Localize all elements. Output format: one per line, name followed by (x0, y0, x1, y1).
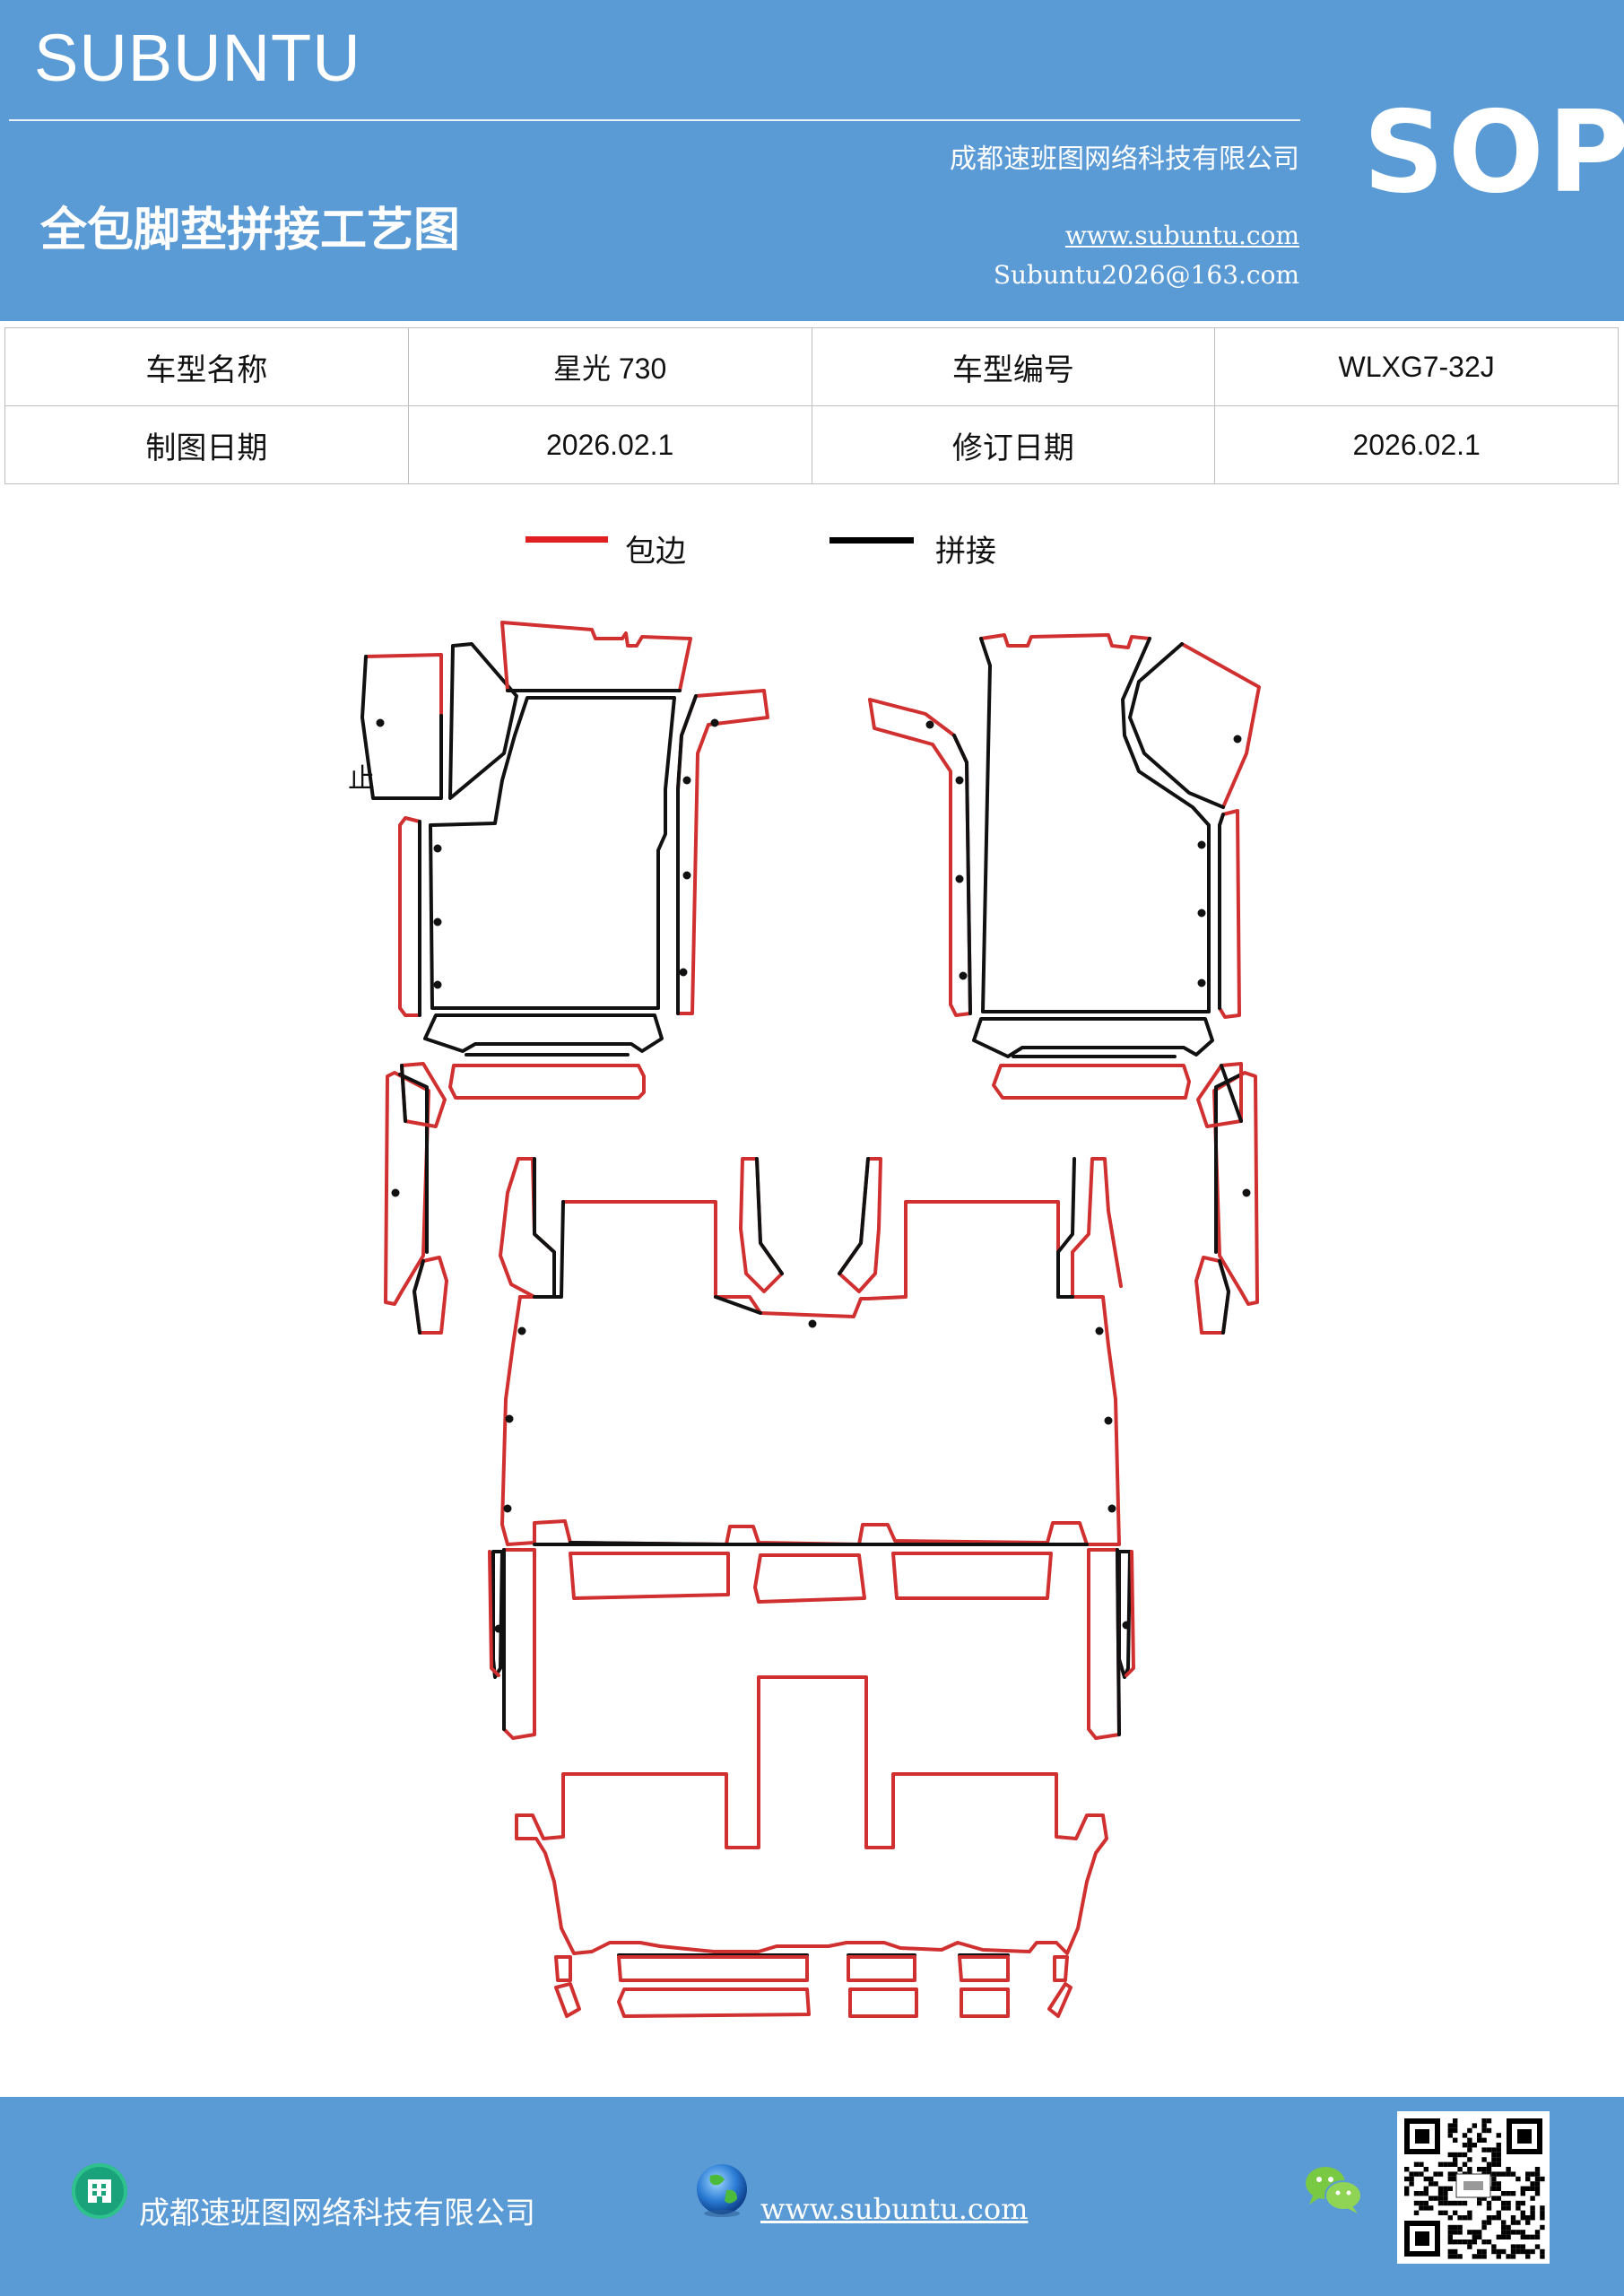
table-row: 制图日期 2026.02.1 修订日期 2026.02.1 (4, 405, 1619, 484)
right-front-mat (868, 633, 1261, 1100)
side-strips-left (384, 1062, 448, 1335)
cell-revise-date-label: 修订日期 (811, 405, 1216, 484)
third-row-side-strips (488, 1548, 1135, 1740)
cell-model-code-value: WLXG7-32J (1214, 327, 1619, 406)
company-name: 成都速班图网络科技有限公司 (950, 144, 1299, 175)
sop-badge: SOP (1363, 86, 1624, 218)
legend-edge-label: 包边 (625, 534, 686, 570)
floor-mat-diagram: 止 (348, 621, 1261, 2018)
legend-edge-swatch (525, 536, 608, 543)
left-front-mat: 止 (348, 621, 769, 1100)
stop-annotation: 止 (348, 763, 375, 795)
info-table: 车型名称 星光 730 车型编号 WLXG7-32J 制图日期 2026.02.… (4, 327, 1619, 484)
legend-seam-swatch (829, 537, 914, 544)
cell-model-code-label: 车型编号 (811, 327, 1216, 406)
side-strips-right (1194, 1062, 1259, 1335)
footer-company-name: 成都速班图网络科技有限公司 (139, 2196, 535, 2231)
right-front-top-strip (979, 633, 1151, 649)
cell-draw-date-value: 2026.02.1 (407, 405, 812, 484)
qr-code[interactable] (1397, 2111, 1550, 2264)
website-link[interactable]: www.subuntu.com (1064, 221, 1299, 250)
header-divider (9, 119, 1300, 121)
brand-name: SUBUNTU (34, 21, 361, 95)
cell-revise-date-value: 2026.02.1 (1214, 405, 1619, 484)
left-front-side-piece (364, 653, 443, 718)
email-address: Subuntu2026@163.com (993, 260, 1299, 290)
rear-mat-outline (515, 1675, 1108, 1955)
legend-seam-label: 拼接 (935, 534, 996, 570)
table-row: 车型名称 星光 730 车型编号 WLXG7-32J (4, 327, 1619, 406)
building-icon (72, 2163, 127, 2219)
cell-draw-date-label: 制图日期 (4, 405, 409, 484)
middle-mat-outline (500, 1157, 1123, 1546)
wechat-icon (1302, 2161, 1365, 2217)
footer-website-link[interactable]: www.subuntu.com (760, 2192, 1029, 2226)
cell-model-name-value: 星光 730 (407, 327, 812, 406)
page-header: SUBUNTU 成都速班图网络科技有限公司 全包脚垫拼接工艺图 www.subu… (0, 0, 1624, 321)
left-front-top-strip (500, 621, 692, 692)
globe-icon (692, 2160, 751, 2219)
middle-floor-mat (499, 1157, 1123, 1604)
rear-floor-mat (515, 1675, 1108, 2018)
document-title: 全包脚垫拼接工艺图 (40, 203, 461, 257)
cell-model-name-label: 车型名称 (4, 327, 409, 406)
